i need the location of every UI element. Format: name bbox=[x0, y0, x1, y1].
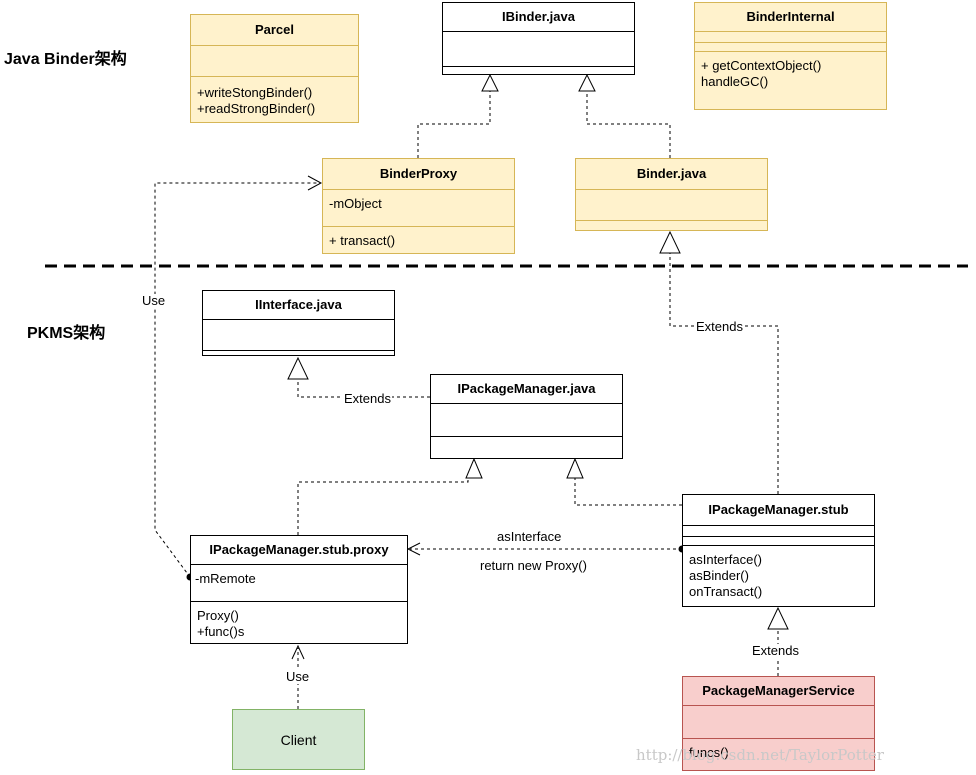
parcel-class[interactable]: Parcel +writeStongBinder() +readStrongBi… bbox=[190, 14, 359, 123]
stub-class[interactable]: IPackageManager.stub asInterface() asBin… bbox=[682, 494, 875, 607]
stub-proxy-class-name: IPackageManager.stub.proxy bbox=[209, 542, 389, 557]
inherit-arrow-binder bbox=[578, 73, 596, 92]
stub-proxy-fields: -mRemote bbox=[191, 564, 407, 601]
binderinternal-method: handleGC() bbox=[701, 74, 769, 89]
binderproxy-fields: -mObject bbox=[323, 189, 514, 226]
parcel-fields bbox=[191, 45, 358, 76]
stub-proxy-method: Proxy() bbox=[197, 608, 239, 623]
asinterface-label: asInterface bbox=[496, 529, 563, 544]
binder-class-name: Binder.java bbox=[636, 166, 707, 181]
binderproxy-to-ibinder-edge bbox=[417, 91, 491, 158]
inherit-arrow-stub bbox=[659, 230, 681, 254]
stub-to-binder-edge bbox=[669, 253, 779, 494]
ipackagemanager-class-name: IPackageManager.java bbox=[457, 381, 596, 396]
binder-class[interactable]: Binder.java bbox=[575, 158, 768, 231]
ipackagemanager-methods bbox=[431, 436, 622, 459]
inherit-arrow-iinterface bbox=[287, 356, 309, 380]
stub-proxy-method: +func()s bbox=[197, 624, 245, 639]
open-arrow-binderproxy bbox=[307, 175, 323, 191]
extends-label-binder: Extends bbox=[695, 319, 744, 334]
ipackagemanager-fields bbox=[431, 403, 622, 436]
stub-method: asBinder() bbox=[689, 568, 749, 583]
stub-proxy-methods: Proxy() +func()s bbox=[191, 601, 407, 642]
iinterface-class-name: IInterface.java bbox=[255, 297, 342, 312]
return-new-proxy-label: return new Proxy() bbox=[479, 558, 588, 573]
binderinternal-method: + getContextObject() bbox=[701, 58, 822, 73]
binderproxy-methods: + transact() bbox=[323, 226, 514, 251]
proxy-to-binderproxy-use-edge bbox=[154, 182, 320, 578]
binderproxy-class-name: BinderProxy bbox=[379, 166, 458, 181]
parcel-methods: +writeStongBinder() +readStrongBinder() bbox=[191, 76, 358, 119]
iinterface-methods bbox=[203, 350, 394, 357]
extends-label-pms: Extends bbox=[751, 643, 800, 658]
inherit-arrow-binderproxy bbox=[481, 73, 499, 92]
stub-class-name: IPackageManager.stub bbox=[708, 502, 849, 517]
pms-class-name: PackageManagerService bbox=[702, 683, 855, 698]
parcel-method: +writeStongBinder() bbox=[197, 85, 313, 100]
java-binder-section-label: Java Binder架构 bbox=[4, 51, 127, 68]
use-label-client: Use bbox=[285, 669, 311, 684]
pms-fields bbox=[683, 705, 874, 738]
parcel-method: +readStrongBinder() bbox=[197, 101, 316, 116]
ibinder-fields bbox=[443, 31, 634, 66]
stub-to-ipm-edge bbox=[574, 478, 682, 506]
pms-methods: funcs() bbox=[683, 738, 874, 763]
binderinternal-class[interactable]: BinderInternal + getContextObject() hand… bbox=[694, 2, 887, 110]
binder-to-ibinder-edge bbox=[586, 91, 671, 158]
inherit-arrow-ipm-stub bbox=[566, 457, 584, 479]
stub-proxy-field: -mRemote bbox=[195, 571, 256, 586]
binderproxy-field: -mObject bbox=[329, 196, 382, 211]
stub-method: onTransact() bbox=[689, 584, 763, 599]
binderinternal-class-name: BinderInternal bbox=[746, 9, 835, 24]
pkms-section-label: PKMS架构 bbox=[27, 325, 106, 342]
proxy-to-ipm-edge bbox=[297, 478, 469, 535]
ibinder-methods bbox=[443, 66, 634, 77]
stub-proxy-class[interactable]: IPackageManager.stub.proxy -mRemote Prox… bbox=[190, 535, 408, 644]
stub-fields bbox=[683, 525, 874, 536]
pms-method: funcs() bbox=[689, 745, 729, 760]
binder-fields bbox=[576, 189, 767, 220]
use-label-binderproxy: Use bbox=[141, 293, 167, 308]
iinterface-class[interactable]: IInterface.java bbox=[202, 290, 395, 356]
client-node[interactable]: Client bbox=[232, 709, 365, 770]
stub-blank bbox=[683, 536, 874, 545]
binderinternal-fields bbox=[695, 31, 886, 42]
parcel-class-name: Parcel bbox=[254, 22, 295, 37]
extends-label-iinterface: Extends bbox=[343, 391, 392, 406]
ibinder-class[interactable]: IBinder.java bbox=[442, 2, 635, 75]
stub-method: asInterface() bbox=[689, 552, 762, 567]
stub-methods: asInterface() asBinder() onTransact() bbox=[683, 545, 874, 602]
ipackagemanager-class[interactable]: IPackageManager.java bbox=[430, 374, 623, 459]
binderproxy-method: + transact() bbox=[329, 233, 396, 248]
binderinternal-blank bbox=[695, 42, 886, 51]
binder-methods bbox=[576, 220, 767, 231]
binderinternal-methods: + getContextObject() handleGC() bbox=[695, 51, 886, 92]
pms-class[interactable]: PackageManagerService funcs() bbox=[682, 676, 875, 771]
open-arrow-client bbox=[291, 644, 305, 660]
open-arrow-proxy bbox=[406, 542, 421, 556]
iinterface-fields bbox=[203, 319, 394, 350]
binderproxy-class[interactable]: BinderProxy -mObject + transact() bbox=[322, 158, 515, 254]
inherit-arrow-proxy bbox=[465, 457, 483, 479]
watermark-text: http://blog.csdn.net/TaylorPotter bbox=[636, 746, 884, 764]
ibinder-class-name: IBinder.java bbox=[502, 9, 575, 24]
inherit-arrow-pms bbox=[767, 606, 789, 630]
client-label: Client bbox=[280, 731, 317, 748]
